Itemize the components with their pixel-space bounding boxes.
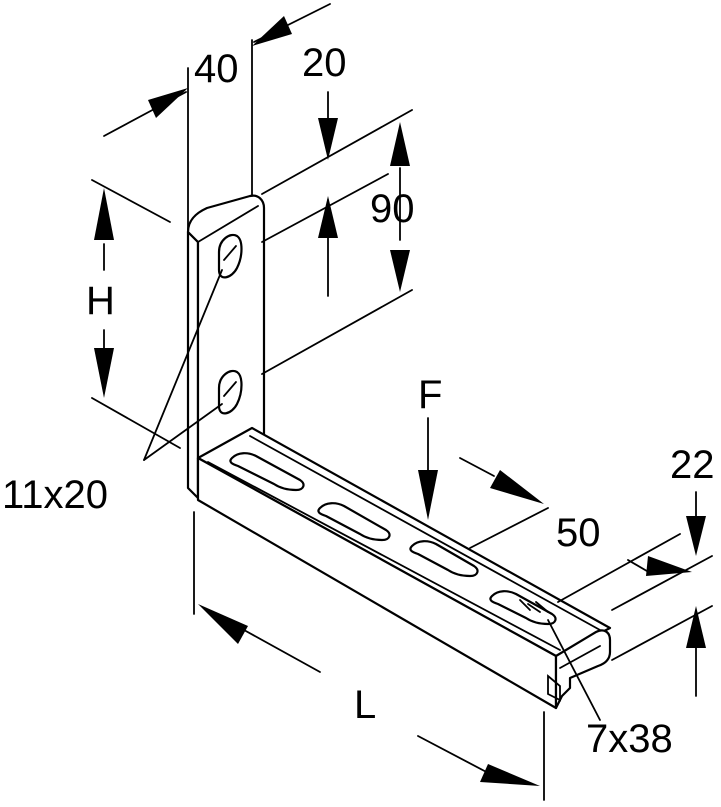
dim-22: 22 <box>611 443 715 697</box>
arrow-40-left <box>148 88 188 118</box>
label-11x20: 11x20 <box>2 473 108 517</box>
channel-slot-2 <box>317 502 391 542</box>
label-h: H <box>86 279 115 323</box>
channel-end-profile <box>554 629 612 710</box>
label-90: 90 <box>370 187 415 231</box>
label-l: L <box>354 683 376 727</box>
arrow-40-right <box>252 16 292 46</box>
callout-7x38: 7x38 <box>547 619 673 761</box>
arrow-h-top <box>94 188 114 240</box>
dim-40: 40 <box>103 3 331 233</box>
arrow-22-bottom <box>686 606 706 648</box>
arrow-22-side <box>646 556 692 576</box>
label-f: F <box>418 373 442 417</box>
arrow-l-right <box>480 764 540 786</box>
arrow-22-top <box>686 516 706 556</box>
force-f: F <box>418 373 442 520</box>
arrow-20-top <box>318 118 338 160</box>
dim-h: H <box>86 179 181 449</box>
arrow-l-left <box>198 604 248 644</box>
arrow-90-bottom <box>390 250 410 292</box>
channel-slot-3 <box>409 540 479 578</box>
label-50: 50 <box>556 511 601 555</box>
label-20: 20 <box>302 41 347 85</box>
arrow-f <box>418 470 438 520</box>
arrow-20-bottom <box>318 196 338 238</box>
dim-50: 50 <box>459 457 681 603</box>
arrow-50 <box>490 470 544 504</box>
channel-slot-1 <box>229 452 305 492</box>
dim-l: L <box>193 511 545 801</box>
wall-plate <box>186 194 266 500</box>
callout-11x20: 11x20 <box>2 269 223 517</box>
arrow-h-bottom <box>94 348 114 398</box>
arrow-90-top <box>390 122 410 166</box>
channel-arm <box>196 426 612 710</box>
label-7x38: 7x38 <box>586 717 673 761</box>
label-40: 40 <box>194 47 239 91</box>
label-22: 22 <box>670 443 715 487</box>
channel-slot-4 <box>489 590 557 626</box>
dim-20-90: 20 90 <box>261 41 415 375</box>
